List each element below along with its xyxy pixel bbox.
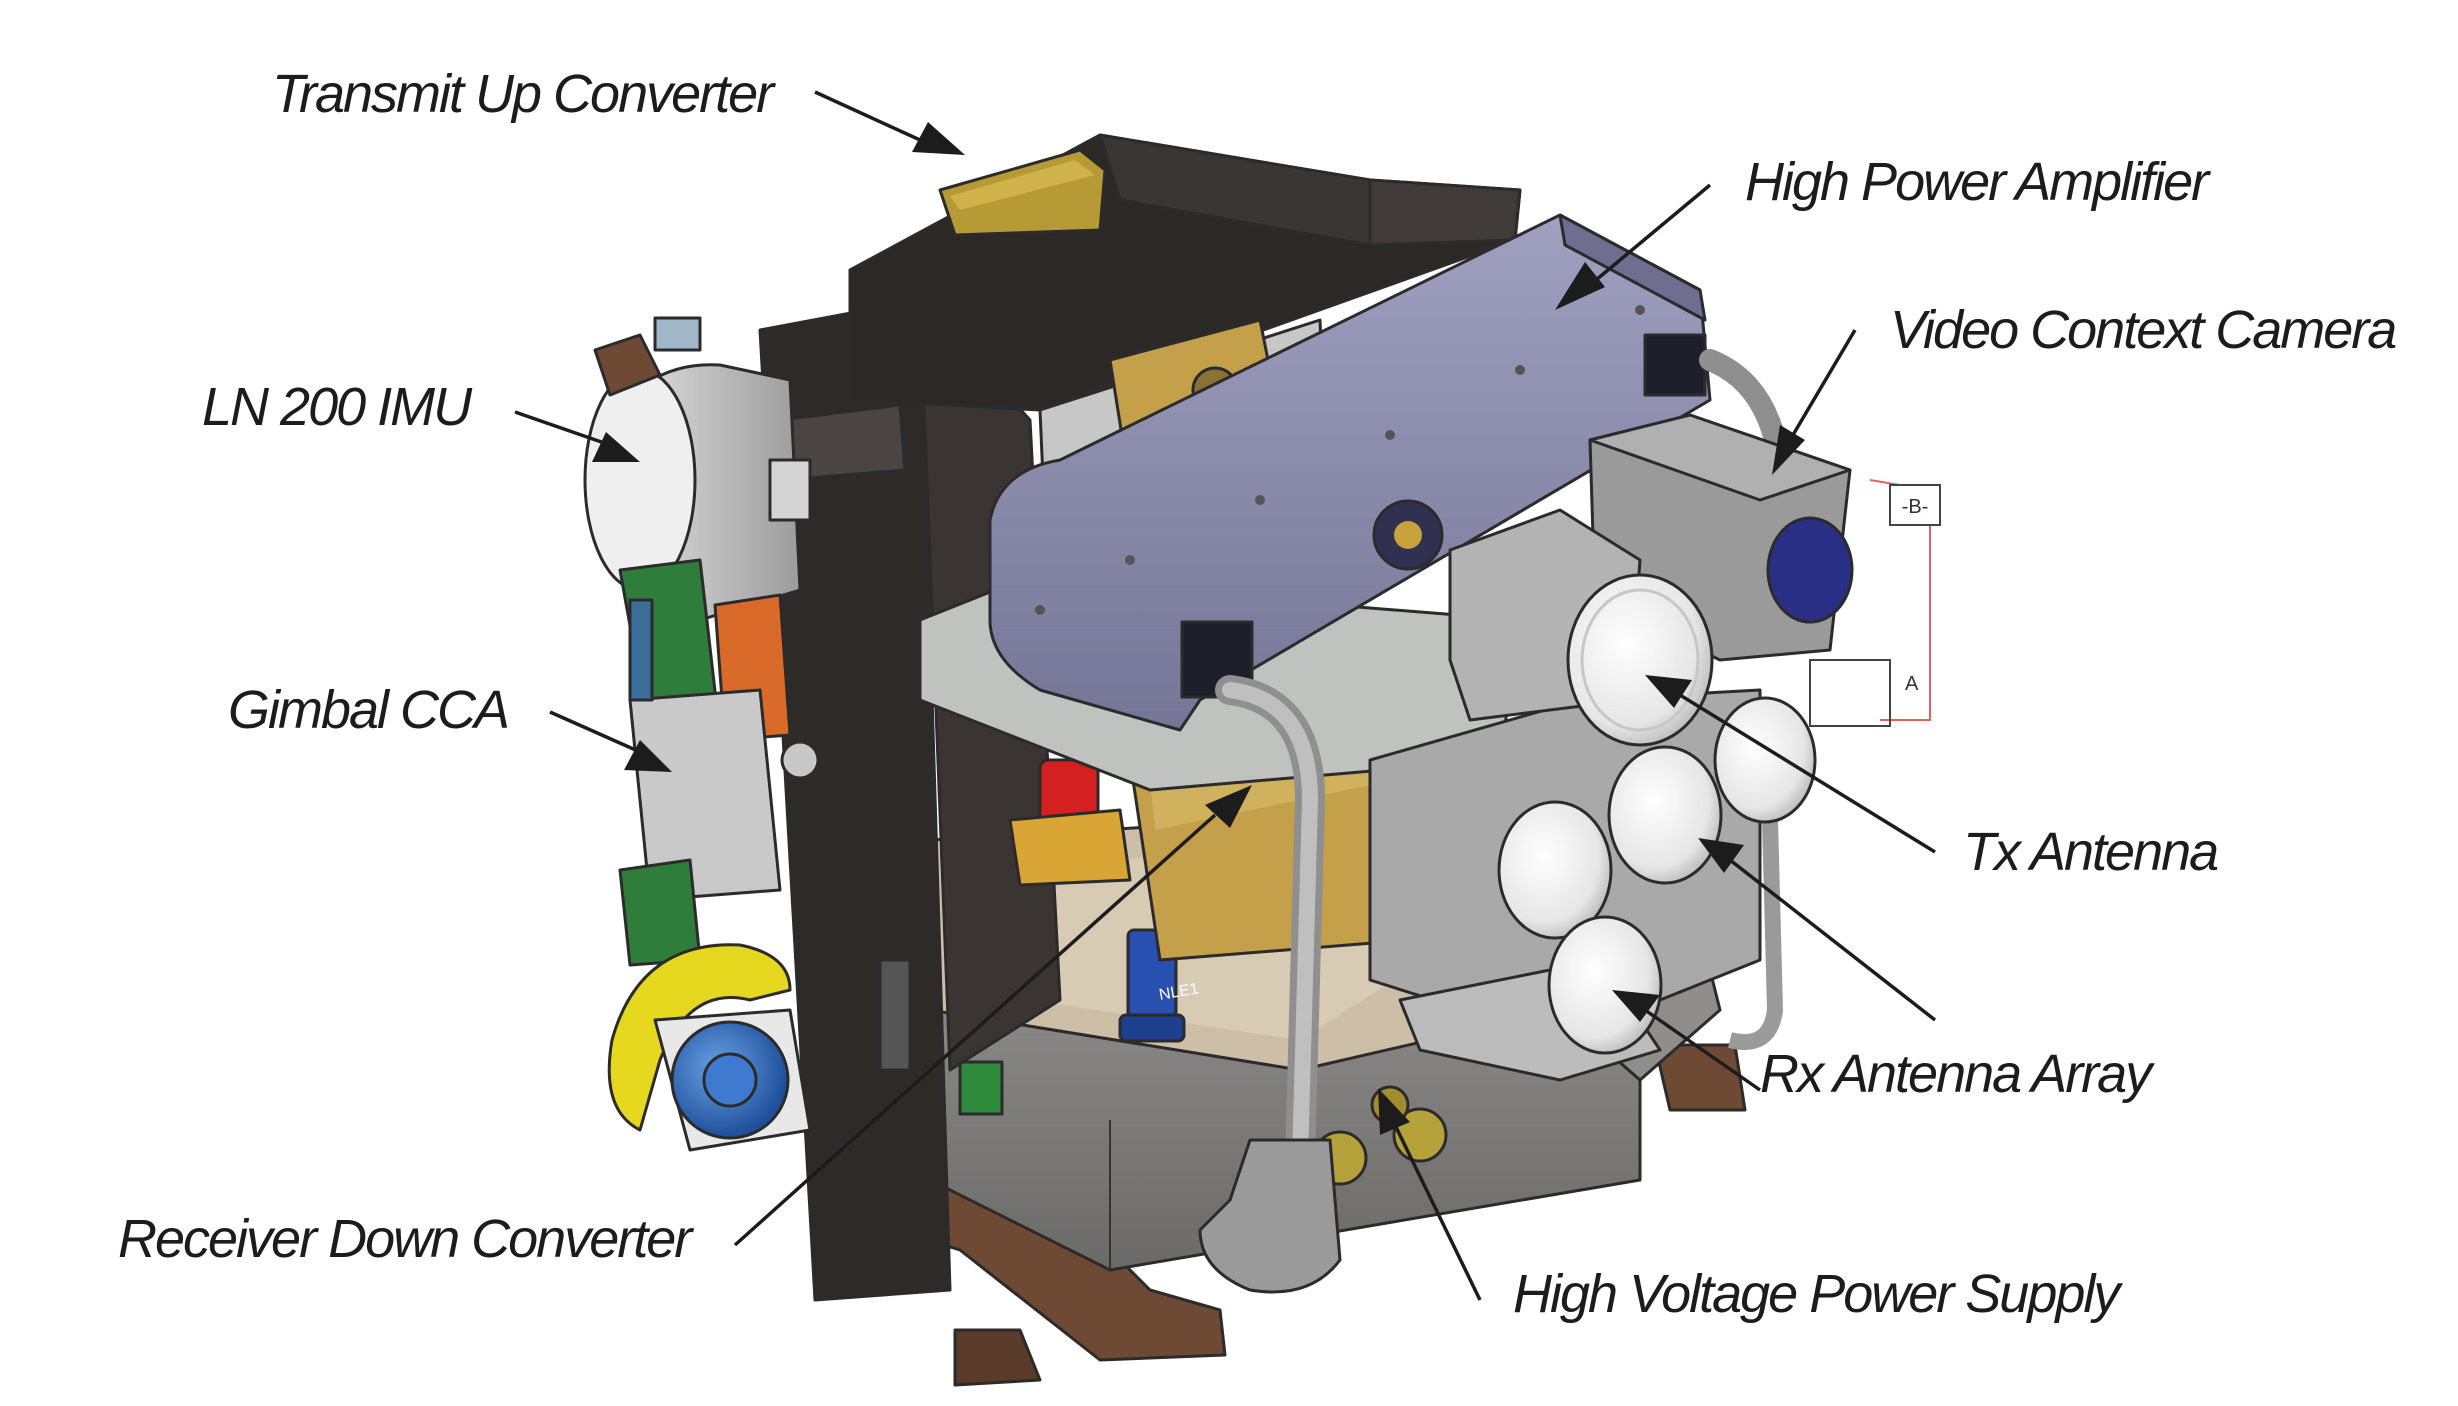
arrowhead-high-voltage-power-supply: [1378, 1088, 1410, 1135]
arrowhead-video-context-camera: [1772, 425, 1805, 475]
arrowhead-gimbal-cca: [624, 740, 672, 772]
leader-lines: [514, 90, 1937, 1301]
ln200-imu-cylinder: [583, 316, 812, 622]
instrument-assembly: -B- A NLE1: [583, 133, 1941, 1387]
datum-tags: -B- A NLE1: [1158, 484, 1941, 1004]
leader-high-power-amplifier: [1588, 183, 1712, 287]
arrowhead-high-power-amplifier: [1555, 262, 1605, 310]
label-high-voltage-power-supply: High Voltage Power Supply: [1513, 1264, 2123, 1324]
leader-ln200-imu: [514, 410, 611, 447]
datum-a-tag: A: [1905, 673, 1919, 695]
leader-tx-antenna: [1679, 693, 1936, 854]
rx-antenna-domes: [1497, 696, 1817, 1055]
arrowhead-receiver-down-converter: [1205, 785, 1252, 828]
leader-rx-antenna-array-1: [1728, 858, 1937, 1022]
gimbal-cca-boards: [618, 558, 792, 967]
label-gimbal-cca: Gimbal CCA: [228, 680, 508, 740]
leader-rx-antenna-array-2: [1644, 1008, 1761, 1092]
waveguide-cable: [1198, 349, 1786, 1294]
label-tx-antenna: Tx Antenna: [1963, 822, 2218, 882]
arrowhead-rx-antenna-array-1: [1698, 838, 1744, 873]
red-fitting: [1008, 758, 1132, 887]
label-video-context-camera: Video Context Camera: [1890, 300, 2396, 360]
label-receiver-down-converter: Receiver Down Converter: [118, 1209, 694, 1269]
callout-labels: Transmit Up Converter High Power Amplifi…: [118, 64, 2398, 1324]
body-marking-text: NLE1: [1158, 980, 1200, 1004]
arrowhead-transmit-up-converter: [912, 122, 965, 155]
leader-transmit-up-converter: [814, 90, 921, 142]
arrowhead-ln200-imu: [592, 432, 640, 462]
transmit-up-converter-block: [938, 148, 1107, 237]
leader-receiver-down-converter: [733, 813, 1217, 1247]
leader-gimbal-cca: [549, 710, 641, 754]
high-power-amplifier-housing: [918, 213, 1712, 792]
label-transmit-up-converter: Transmit Up Converter: [272, 64, 776, 124]
tx-antenna-dome: [1566, 573, 1714, 747]
label-rx-antenna-array: Rx Antenna Array: [1760, 1044, 2155, 1104]
label-ln200-imu: LN 200 IMU: [202, 377, 473, 437]
leader-video-context-camera: [1788, 329, 1857, 441]
arrowhead-tx-antenna: [1645, 675, 1692, 708]
label-high-power-amplifier: High Power Amplifier: [1745, 152, 2211, 212]
leader-high-voltage-power-supply: [1393, 1124, 1482, 1301]
gimbal-motor: [607, 943, 812, 1152]
datum-b-tag: -B-: [1902, 496, 1929, 518]
arrowhead-rx-antenna-array-2: [1612, 990, 1660, 1022]
